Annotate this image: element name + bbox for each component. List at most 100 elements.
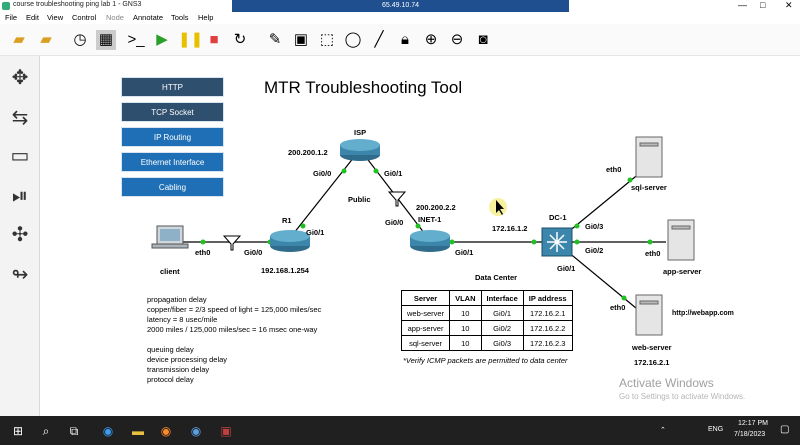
- notification-icon[interactable]: ▢: [780, 424, 790, 435]
- play-icon[interactable]: ▶: [156, 31, 168, 48]
- close-icon[interactable]: ✕: [785, 0, 793, 10]
- menu-help[interactable]: Help: [198, 13, 214, 22]
- nav-ip-routing-button[interactable]: IP Routing: [121, 127, 224, 147]
- app-icon[interactable]: ◉: [190, 424, 202, 438]
- grid-icon[interactable]: ▦: [96, 30, 116, 50]
- nav-ethernet-interface-button[interactable]: Ethernet Interface: [121, 152, 224, 172]
- table-header: Interface: [480, 290, 524, 306]
- isp-label: ISP: [354, 128, 367, 137]
- table-header: IP address: [522, 290, 573, 306]
- windows-start-icon[interactable]: ⊞: [12, 424, 24, 438]
- screenshot-icon[interactable]: ◙: [478, 31, 488, 48]
- task-view-icon[interactable]: ⧉: [69, 424, 79, 438]
- search-icon[interactable]: ⌕: [42, 424, 50, 438]
- remote-session-bar: 65.49.10.74: [232, 0, 569, 12]
- open-folder-icon[interactable]: ▰: [13, 31, 25, 48]
- table-cell: 172.16.2.2: [522, 320, 573, 336]
- line-icon[interactable]: ╱: [374, 31, 384, 48]
- table-cell: 172.16.2.3: [522, 335, 573, 351]
- menu-edit[interactable]: Edit: [26, 13, 39, 22]
- isp-gi00-label: Gi0/0: [313, 169, 332, 178]
- diagram-title: MTR Troubleshooting Tool: [264, 78, 463, 97]
- security-icon[interactable]: ⏯: [12, 185, 28, 207]
- note-line: [147, 335, 321, 345]
- clock-date[interactable]: 7/18/2023: [734, 431, 766, 438]
- switch-icon[interactable]: ⇆: [11, 107, 29, 129]
- table-row: sql-server 10 Gi0/3 172.16.2.3: [400, 335, 573, 351]
- nav-http-button[interactable]: HTTP: [121, 77, 224, 97]
- minimize-icon[interactable]: —: [738, 0, 747, 10]
- table-cell: Gi0/3: [480, 335, 524, 351]
- sql-server-label: sql-server: [631, 183, 667, 192]
- taskbar: ⊞ ⌕ ⧉ ◉ ▬ ◉ ◉ ▣ ⌃ ENG 12:17 PM 7/18/2023…: [0, 416, 800, 445]
- gns3-icon[interactable]: ▣: [220, 424, 232, 438]
- table-row: app-server 10 Gi0/2 172.16.2.2: [400, 320, 573, 336]
- zoom-out-icon[interactable]: ⊖: [450, 31, 464, 48]
- client-eth0-label: eth0: [195, 248, 211, 257]
- reload-icon[interactable]: ↻: [233, 31, 247, 48]
- r1-ip-label: 192.168.1.254: [261, 266, 309, 275]
- server-web: [635, 294, 663, 336]
- delay-notes: propagation delay copper/fiber = 2/3 spe…: [147, 295, 321, 385]
- table-footnote: *Verify ICMP packets are permitted to da…: [403, 356, 568, 365]
- end-device-icon[interactable]: ▭: [10, 145, 30, 167]
- ellipse-icon[interactable]: ◯: [344, 31, 362, 48]
- all-devices-icon[interactable]: ✣: [11, 224, 29, 246]
- router-inet1: [410, 230, 450, 252]
- tray-chevron-icon[interactable]: ⌃: [660, 427, 666, 434]
- router-icon[interactable]: ✥: [11, 67, 29, 89]
- nav-cabling-button[interactable]: Cabling: [121, 177, 224, 197]
- switch-dc1: [541, 227, 573, 257]
- server-table: Server VLAN Interface IP address web-ser…: [400, 290, 573, 351]
- edit-note-icon[interactable]: ✎: [268, 31, 282, 48]
- pause-icon[interactable]: ❚❚: [178, 31, 204, 48]
- language-indicator[interactable]: ENG: [708, 426, 724, 433]
- console-icon[interactable]: >_: [127, 31, 145, 48]
- remote-host: 65.49.10.74: [382, 2, 419, 9]
- menu-file[interactable]: File: [5, 13, 18, 22]
- image-icon[interactable]: ▣: [293, 31, 309, 48]
- maximize-icon[interactable]: □: [760, 0, 766, 10]
- datacenter-label: Data Center: [475, 273, 518, 282]
- menu-annotate[interactable]: Annotate: [133, 13, 164, 22]
- dc-gi03-label: Gi0/3: [585, 222, 604, 231]
- zoom-in-icon[interactable]: ⊕: [424, 31, 438, 48]
- note-line: queuing delay: [147, 345, 194, 354]
- web-eth0-label: eth0: [610, 303, 626, 312]
- table-cell: app-server: [400, 320, 451, 336]
- server-app: [667, 219, 695, 261]
- device-dock: ✥ ⇆ ▭ ⏯ ✣ ↬: [0, 56, 40, 416]
- lock-icon[interactable]: 🔒︎: [401, 31, 409, 48]
- table-cell: 10: [449, 335, 482, 351]
- stop-icon[interactable]: ■: [209, 31, 219, 48]
- file-explorer-icon[interactable]: ▬: [132, 424, 144, 438]
- table-cell: Gi0/2: [480, 320, 524, 336]
- isp-gi01-label: Gi0/1: [384, 169, 403, 178]
- table-header: Server: [400, 290, 451, 306]
- filter-icon: [222, 235, 242, 251]
- r1-gi01-label: Gi0/1: [306, 228, 325, 237]
- menu-control[interactable]: Control: [72, 13, 97, 22]
- dc-gi02-label: Gi0/2: [585, 246, 604, 255]
- nav-tcp-socket-button[interactable]: TCP Socket: [121, 102, 224, 122]
- menu-node[interactable]: Node: [106, 13, 124, 22]
- note-line: latency = 8 usec/mile: [147, 315, 218, 324]
- menu-tools[interactable]: Tools: [171, 13, 189, 22]
- note-line: device processing delay: [147, 355, 228, 364]
- clock-time[interactable]: 12:17 PM: [738, 420, 768, 427]
- app-eth0-label: eth0: [645, 249, 661, 258]
- cable-icon[interactable]: ↬: [11, 264, 29, 286]
- web-server-label: web-server: [632, 343, 672, 352]
- history-icon[interactable]: ◷: [73, 31, 87, 48]
- rectangle-icon[interactable]: ⬚: [319, 31, 335, 48]
- window-title: course troubleshooting ping lab 1 - GNS3: [13, 1, 142, 8]
- sql-eth0-label: eth0: [606, 165, 622, 174]
- public-label: Public: [348, 195, 371, 204]
- folder-icon[interactable]: ▰: [40, 31, 52, 48]
- router-isp: [340, 139, 380, 161]
- firefox-icon[interactable]: ◉: [160, 424, 172, 438]
- menu-view[interactable]: View: [47, 13, 64, 22]
- edge-icon[interactable]: ◉: [102, 424, 114, 438]
- filter-icon: [387, 191, 407, 207]
- note-line: copper/fiber = 2/3 speed of light = 125,…: [147, 305, 322, 314]
